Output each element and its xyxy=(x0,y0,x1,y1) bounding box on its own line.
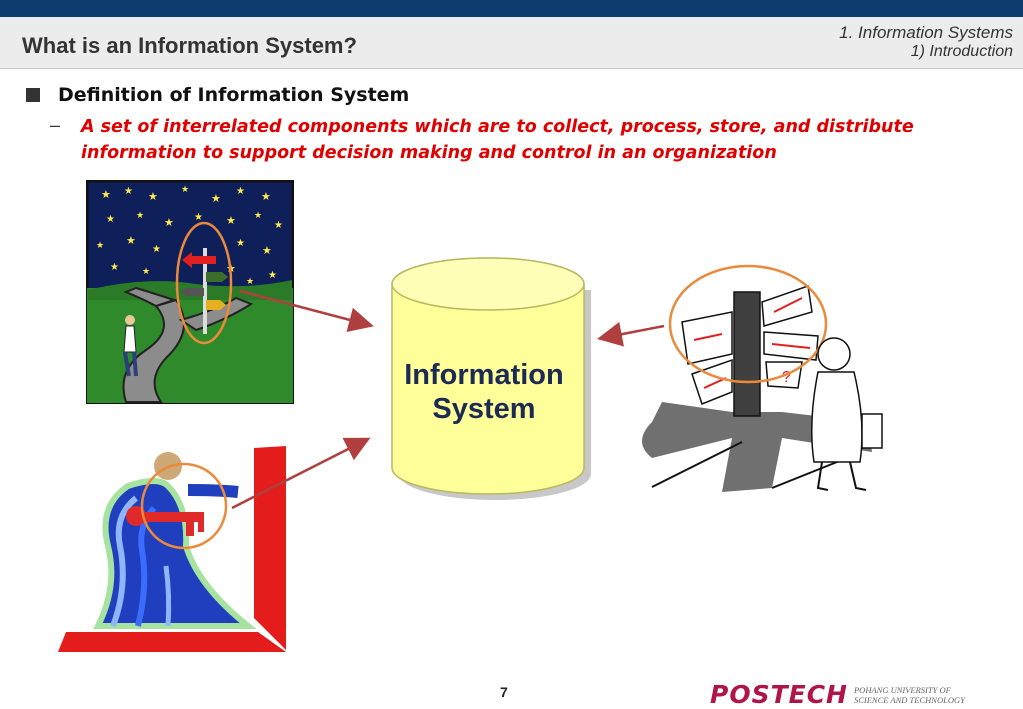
svg-text:★: ★ xyxy=(101,189,111,201)
question-mark: ? xyxy=(782,369,791,386)
cylinder-label-line-2: System xyxy=(432,393,536,425)
svg-text:★: ★ xyxy=(226,215,236,227)
svg-text:★: ★ xyxy=(211,193,221,205)
svg-text:★: ★ xyxy=(268,270,277,281)
svg-text:★: ★ xyxy=(181,184,189,194)
svg-text:★: ★ xyxy=(164,217,174,229)
logo-subtitle-line-1: POHANG UNIVERSITY OF xyxy=(853,684,951,695)
section-line-1: 1. Information Systems xyxy=(839,23,1013,42)
cylinder-label: Information System xyxy=(386,358,582,426)
logo-subtitle: POHANG UNIVERSITY OF SCIENCE AND TECHNOL… xyxy=(854,685,965,705)
page-number: 7 xyxy=(500,684,508,700)
information-system-cylinder xyxy=(391,257,591,500)
cylinder-label-line-1: Information xyxy=(404,359,564,391)
svg-text:★: ★ xyxy=(254,210,262,220)
svg-text:★: ★ xyxy=(136,210,144,220)
arrow-from-signpost xyxy=(597,321,665,347)
crossroads-night-image: ★★★ ★★★ ★★★ ★★★ ★★★ ★★★ ★★★ ★★★ xyxy=(86,180,294,404)
svg-text:★: ★ xyxy=(262,245,272,257)
svg-text:★: ★ xyxy=(106,214,115,225)
svg-text:★: ★ xyxy=(246,276,254,286)
dash-bullet: – xyxy=(50,115,61,135)
svg-text:★: ★ xyxy=(110,262,119,273)
svg-text:★: ★ xyxy=(148,191,158,203)
square-bullet-icon xyxy=(26,88,40,102)
bullet-heading: Definition of Information System xyxy=(58,84,410,106)
svg-text:★: ★ xyxy=(124,186,133,197)
logo-wordmark: POSTECH xyxy=(710,680,848,709)
svg-text:★: ★ xyxy=(126,235,136,247)
person-with-key-image xyxy=(58,446,286,652)
page-title: What is an Information System? xyxy=(22,33,357,58)
postech-logo: POSTECH POHANG UNIVERSITY OF SCIENCE AND… xyxy=(710,680,965,709)
svg-text:★: ★ xyxy=(261,191,271,203)
svg-text:★: ★ xyxy=(236,238,245,249)
section-label: 1. Information Systems 1) Introduction xyxy=(839,23,1013,61)
svg-text:★: ★ xyxy=(274,220,283,231)
svg-text:★: ★ xyxy=(194,212,203,223)
svg-text:★: ★ xyxy=(236,186,245,197)
arrow-from-key xyxy=(231,437,371,510)
signpost-thinking-man-image: ? xyxy=(642,264,883,492)
bullet-item: Definition of Information System xyxy=(26,84,409,106)
svg-text:★: ★ xyxy=(142,266,150,276)
svg-text:★: ★ xyxy=(152,244,161,255)
arrow-from-crossroads xyxy=(239,289,374,332)
top-bar xyxy=(0,0,1023,17)
definition-text: A set of interrelated components which a… xyxy=(81,117,914,163)
slide-header: What is an Information System? 1. Inform… xyxy=(0,17,1023,69)
logo-subtitle-line-2: SCIENCE AND TECHNOLOGY xyxy=(853,694,965,705)
svg-text:★: ★ xyxy=(96,240,104,250)
section-line-2: 1) Introduction xyxy=(910,43,1013,60)
